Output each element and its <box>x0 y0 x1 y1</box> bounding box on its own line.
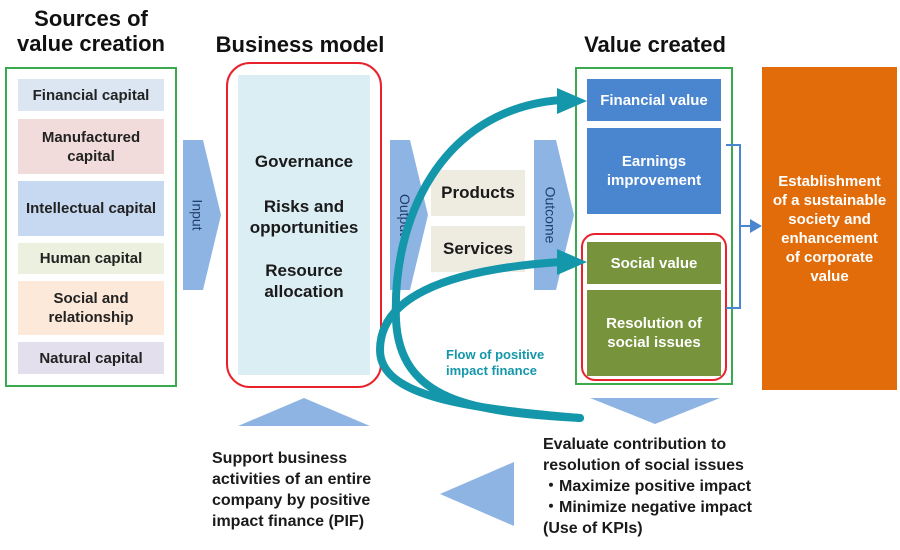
value-resolution-social-issues: Resolution of social issues <box>587 290 721 376</box>
support-up-arrow <box>238 398 370 426</box>
bm-risks-opportunities: Risks and opportunities <box>249 197 359 237</box>
value-social: Social value <box>587 242 721 284</box>
capital-intellectual: Intellectual capital <box>18 181 164 236</box>
business-model-fill <box>238 75 370 375</box>
capital-human: Human capital <box>18 243 164 274</box>
evaluate-text: Evaluate contribution to resolution of s… <box>543 436 752 537</box>
feedback-left-arrow <box>440 462 514 526</box>
value-financial: Financial value <box>587 79 721 121</box>
business-model-frame <box>226 62 382 388</box>
pif-flow-label: Flow of positive impact finance <box>446 347 545 378</box>
bm-governance: Governance <box>254 151 354 171</box>
capital-financial: Financial capital <box>18 79 164 111</box>
value-created-frame <box>575 67 733 385</box>
sustainable-society-box: Establishment of a sustainable society a… <box>762 67 897 390</box>
capital-manufactured: Manufactured capital <box>18 119 164 174</box>
output-products: Products <box>431 170 525 216</box>
bm-resource-allocation: Resource allocation <box>264 261 344 301</box>
value-earnings-improvement: Earnings improvement <box>587 128 721 214</box>
capitals-frame <box>5 67 177 387</box>
value-bracket-connector <box>726 144 762 309</box>
input-arrow <box>183 140 221 290</box>
header-sources: Sources of value creation <box>17 6 165 56</box>
evaluate-down-arrow <box>590 398 720 424</box>
support-text: Support business activities of an entire… <box>212 450 372 530</box>
capital-social-relationship: Social and relationship <box>18 281 164 335</box>
capital-natural: Natural capital <box>18 342 164 374</box>
header-value-created: Value created <box>584 32 726 57</box>
header-business-model: Business model <box>215 32 385 57</box>
